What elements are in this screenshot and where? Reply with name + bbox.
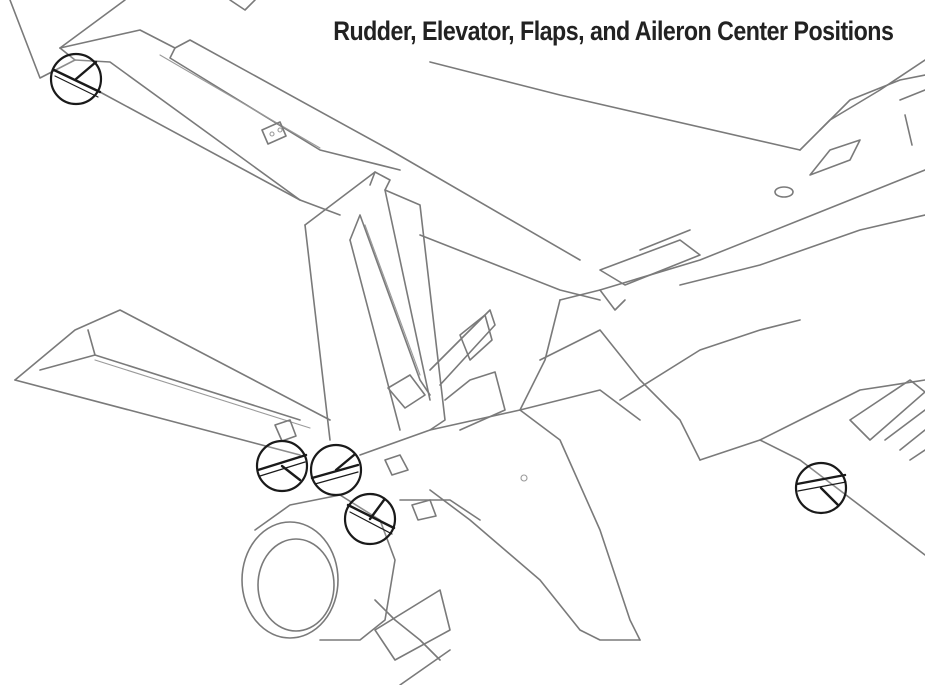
callout-aileron — [49, 52, 103, 106]
callout-rudder — [309, 443, 363, 497]
vertical-stabilizer — [304, 171, 496, 441]
callout-elevator-right — [343, 492, 397, 546]
right-flap — [849, 379, 925, 461]
tail-section — [359, 299, 925, 641]
fuselage — [419, 59, 925, 311]
elevator-control-horn-right — [411, 499, 437, 521]
left-horizontal-stabilizer — [14, 309, 331, 456]
fuselage-vent — [809, 139, 861, 176]
aileron-control-horn — [261, 121, 287, 145]
nozzle-outer-ring — [241, 521, 339, 639]
page-title: Rudder, Elevator, Flaps, and Aileron Cen… — [332, 16, 894, 46]
callout-flap — [794, 461, 848, 515]
callout-elevator-left — [255, 439, 309, 493]
elevator-control-horn-left — [274, 419, 297, 442]
main-wing — [9, 0, 581, 261]
rudder-control-horn — [387, 374, 426, 409]
engine-nozzle — [241, 494, 451, 685]
fuselage-port — [774, 186, 794, 198]
nozzle-inner-ring — [257, 538, 335, 632]
